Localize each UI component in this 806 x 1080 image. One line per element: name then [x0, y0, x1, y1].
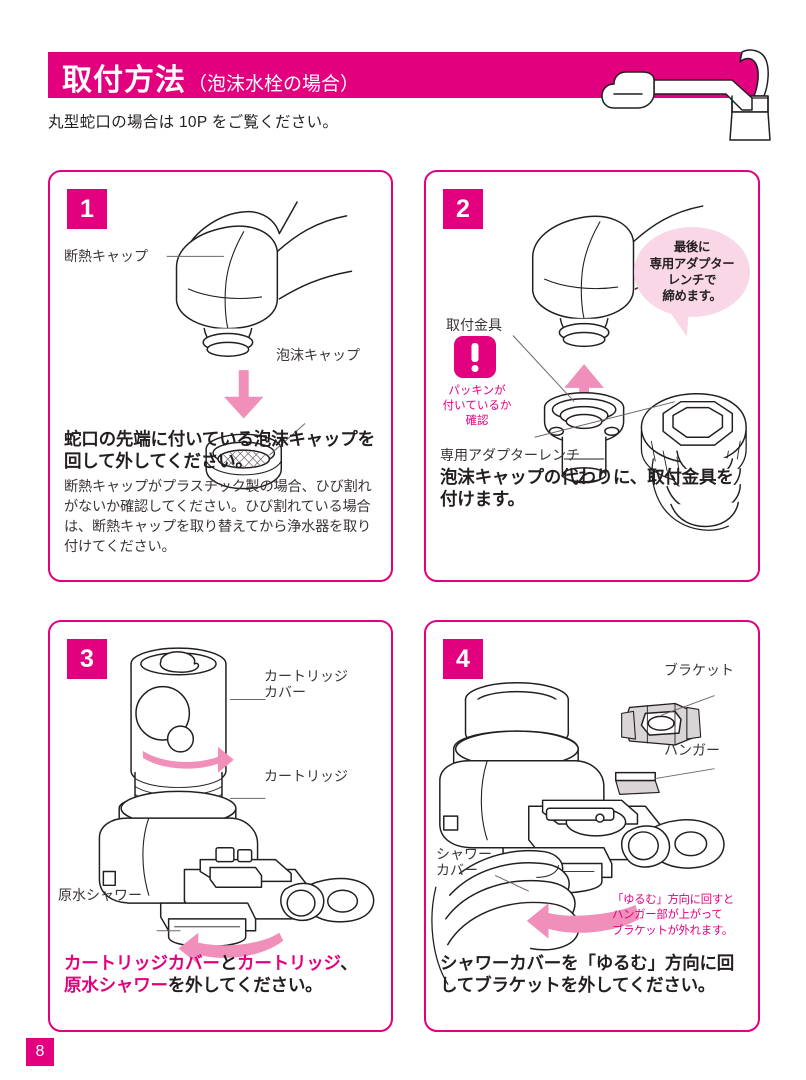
note-line-3: ブラケットが外れます。	[612, 924, 733, 937]
note-line-1: 「ゆるむ」方向に回すと	[612, 894, 734, 906]
label-aerator-cap: 泡沫キャップ	[276, 347, 360, 363]
label-cartridge: カートリッジ	[264, 768, 348, 784]
page-number: 8	[26, 1038, 54, 1066]
warning-line-2: 付いているか	[442, 399, 512, 412]
bubble-line-2: 専用アダプター	[649, 256, 735, 271]
step-1-caption: 蛇口の先端に付いている泡沫キャップを回して外してください。 断熱キャップがプラス…	[64, 428, 381, 557]
label-hanger: ハンガー	[664, 742, 720, 758]
label-shower-cover-line1: シャワー	[436, 846, 492, 862]
step-number-badge-1: 1	[67, 189, 107, 229]
step-number-badge-3: 3	[67, 639, 107, 679]
label-bracket: ブラケット	[664, 662, 734, 678]
bubble-line-1: 最後に	[673, 240, 711, 255]
label-raw-water-shower: 原水シャワー	[58, 887, 142, 903]
warning-line-1: パッキンが	[448, 385, 506, 397]
step-1-caption-head: 蛇口の先端に付いている泡沫キャップを回して外してください。	[64, 429, 375, 472]
caption-punct-1: 、	[340, 953, 358, 973]
step-1-caption-body: 断熱キャップがプラスチック製の場合、ひび割れがないか確認してください。ひび割れて…	[64, 478, 372, 556]
page-title-sub: （泡沫水栓の場合）	[188, 74, 360, 95]
step-4-note: 「ゆるむ」方向に回すと ハンガー部が上がって ブラケットが外れます。	[612, 893, 764, 939]
label-mounting-fitting: 取付金具	[446, 317, 502, 333]
label-shower-cover-line2: カバー	[436, 862, 478, 879]
label-cartridge-cover: カートリッジ カバー	[264, 668, 348, 700]
caption-term-raw-water-shower: 原水シャワー	[64, 975, 168, 996]
rotate-arrow-icon	[142, 746, 234, 773]
warning-line-3: 確認	[465, 414, 489, 427]
label-adapter-wrench: 専用アダプターレンチ	[440, 447, 580, 463]
step-panel-3: 3	[48, 620, 393, 1032]
caption-term-cartridge: カートリッジ	[237, 953, 341, 973]
note-line-2: ハンガー部が上がって	[612, 909, 723, 922]
bubble-line-4: 締めます。	[662, 289, 722, 304]
caption-term-cartridge-cover: カートリッジカバー	[64, 953, 220, 973]
step-4-caption-head: シャワーカバーを「ゆるむ」方向に回してブラケットを外してください。	[440, 953, 735, 996]
up-arrow-icon	[564, 364, 604, 418]
bubble-tail	[670, 309, 693, 339]
page-title-main: 取付方法	[62, 64, 186, 97]
exclamation-icon	[454, 336, 496, 378]
bubble-line-3: レンチで	[667, 273, 717, 287]
step-panel-4: 4	[424, 620, 760, 1032]
caption-conj-1: と	[219, 953, 238, 973]
label-cartridge-cover-line1: カートリッジ	[264, 668, 348, 684]
speech-bubble-wrench-note: 最後に 専用アダプター レンチで 締めます。	[634, 227, 750, 339]
label-cartridge-cover-line2: カバー	[264, 684, 306, 701]
page-title: 取付方法 （泡沫水栓の場合）	[62, 55, 359, 97]
header-note: 丸型蛇口の場合は 10P をご覧ください。	[48, 114, 339, 131]
step-3-caption: カートリッジカバーとカートリッジ、原水シャワーを外してください。	[64, 952, 381, 997]
label-insulation-cap: 断熱キャップ	[64, 248, 148, 264]
label-shower-cover: シャワー カバー	[436, 846, 492, 878]
step-panel-1: 1	[48, 170, 393, 582]
caption-tail-1: を外してください。	[167, 975, 323, 996]
step-number-badge-2: 2	[443, 189, 483, 229]
step-2-caption: 泡沫キャップの代わりに、取付金具を付けます。	[440, 466, 748, 511]
step-2-caption-head: 泡沫キャップの代わりに、取付金具を付けます。	[440, 467, 734, 510]
step-panel-2: 2	[424, 170, 760, 582]
step-4-caption: シャワーカバーを「ゆるむ」方向に回してブラケットを外してください。	[440, 952, 748, 997]
step-3-caption-head: カートリッジカバーとカートリッジ、原水シャワーを外してください。	[64, 952, 381, 997]
packing-warning-text: パッキンが 付いているか 確認	[442, 384, 512, 429]
down-arrow-icon	[223, 370, 264, 419]
step-number-badge-4: 4	[443, 639, 483, 679]
